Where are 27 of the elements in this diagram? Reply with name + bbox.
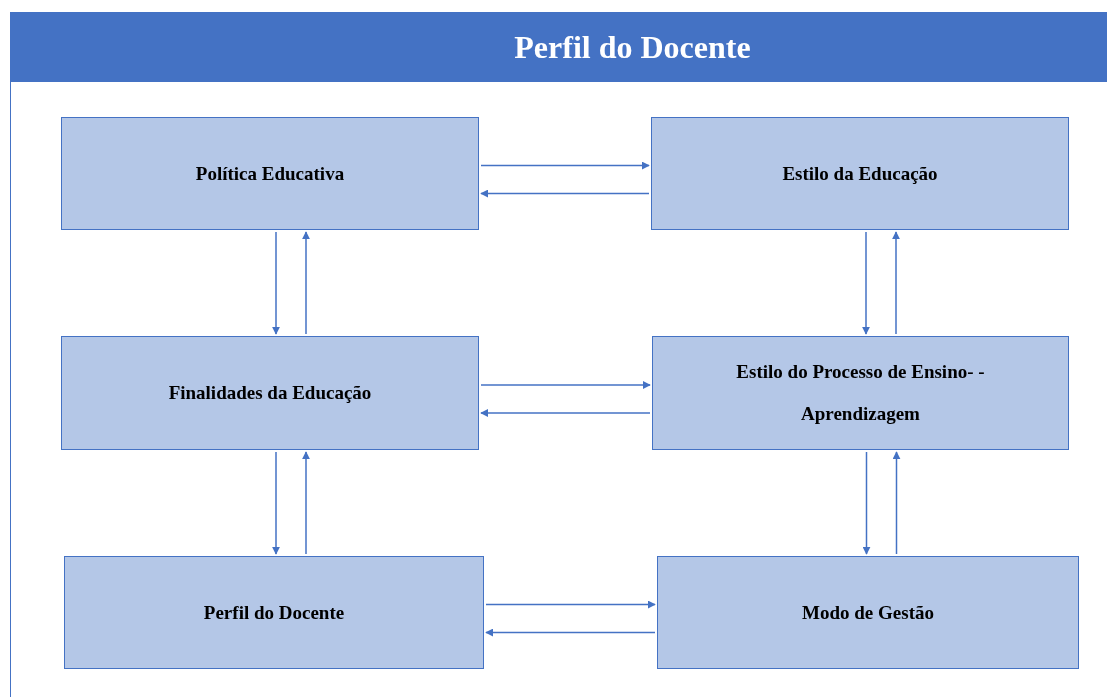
arrow xyxy=(892,231,900,335)
title: Perfil do Docente xyxy=(514,28,751,67)
arrow xyxy=(302,231,310,335)
box-label: Estilo da Educação xyxy=(782,161,938,186)
box-label: Modo de Gestão xyxy=(802,600,934,625)
arrow xyxy=(485,600,656,609)
arrow xyxy=(485,628,656,637)
box-label: Perfil do Docente xyxy=(203,600,345,625)
arrow xyxy=(480,161,650,170)
arrow xyxy=(862,231,870,335)
arrow xyxy=(892,451,901,555)
process-box xyxy=(61,117,479,230)
arrow xyxy=(862,451,871,555)
box-label: Estilo do Processo de Ensino- -Aprendizagem xyxy=(735,360,986,426)
process-box xyxy=(651,117,1069,230)
process-box xyxy=(61,336,479,450)
arrow xyxy=(272,451,280,555)
box-label: Política Educativa xyxy=(195,161,345,186)
process-box xyxy=(64,556,484,669)
arrow xyxy=(272,231,280,335)
arrow xyxy=(480,409,651,417)
process-box xyxy=(652,336,1069,450)
arrow xyxy=(480,381,651,389)
box-label: Finalidades da Educação xyxy=(168,381,372,405)
arrow xyxy=(302,451,310,555)
arrow xyxy=(480,189,650,198)
process-box xyxy=(657,556,1079,669)
